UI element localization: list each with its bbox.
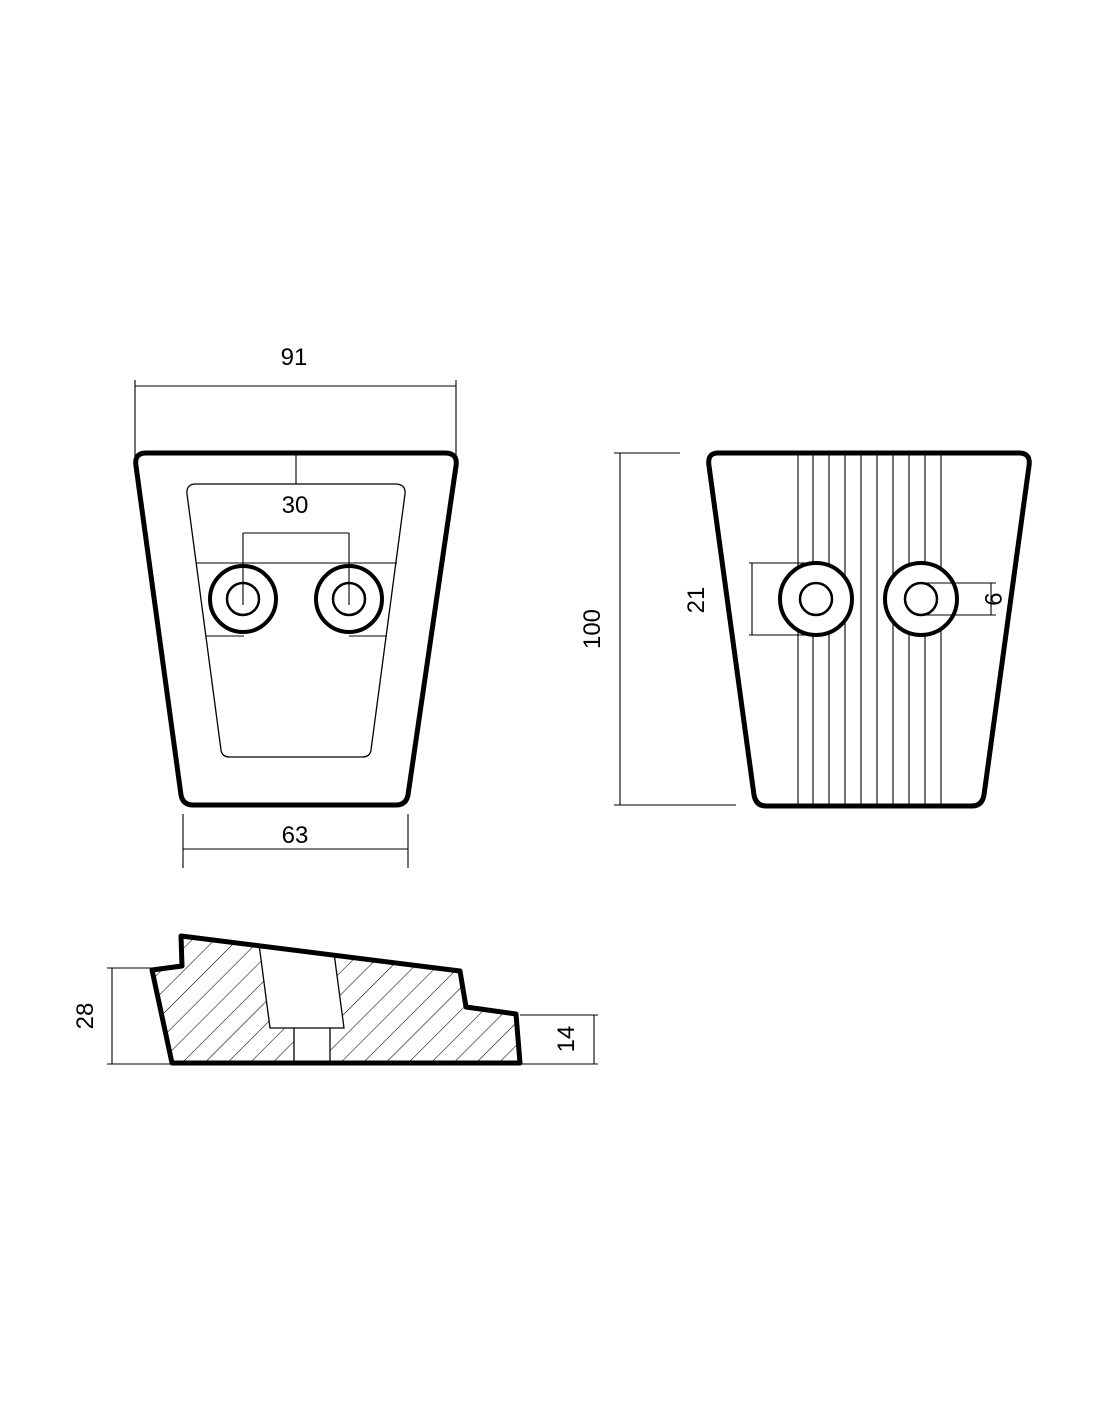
section-outline bbox=[149, 933, 523, 1066]
back-outline bbox=[706, 450, 1032, 809]
back-hole-left bbox=[798, 581, 834, 617]
dim-thickness-max: 28 bbox=[72, 1003, 99, 1030]
back-washer-right bbox=[883, 561, 959, 637]
bolt-pocket bbox=[259, 944, 344, 1063]
dim-width-top: 91 bbox=[281, 344, 308, 371]
dim-thickness-min: 14 bbox=[553, 1026, 580, 1053]
front-view: 91 30 63 bbox=[133, 344, 459, 868]
dim-hole-diameter: 9 bbox=[979, 592, 1006, 605]
back-view: 100 21 9 bbox=[579, 450, 1032, 809]
back-washer-left bbox=[778, 561, 854, 637]
dim-washer-diameter: 21 bbox=[683, 587, 710, 614]
front-recess bbox=[186, 483, 406, 758]
dim-width-bottom: 63 bbox=[282, 822, 309, 849]
front-outline bbox=[133, 450, 459, 808]
dim-hole-spacing: 30 bbox=[282, 492, 309, 519]
dim-height: 100 bbox=[579, 609, 606, 649]
side-section: 28 14 bbox=[72, 933, 598, 1066]
